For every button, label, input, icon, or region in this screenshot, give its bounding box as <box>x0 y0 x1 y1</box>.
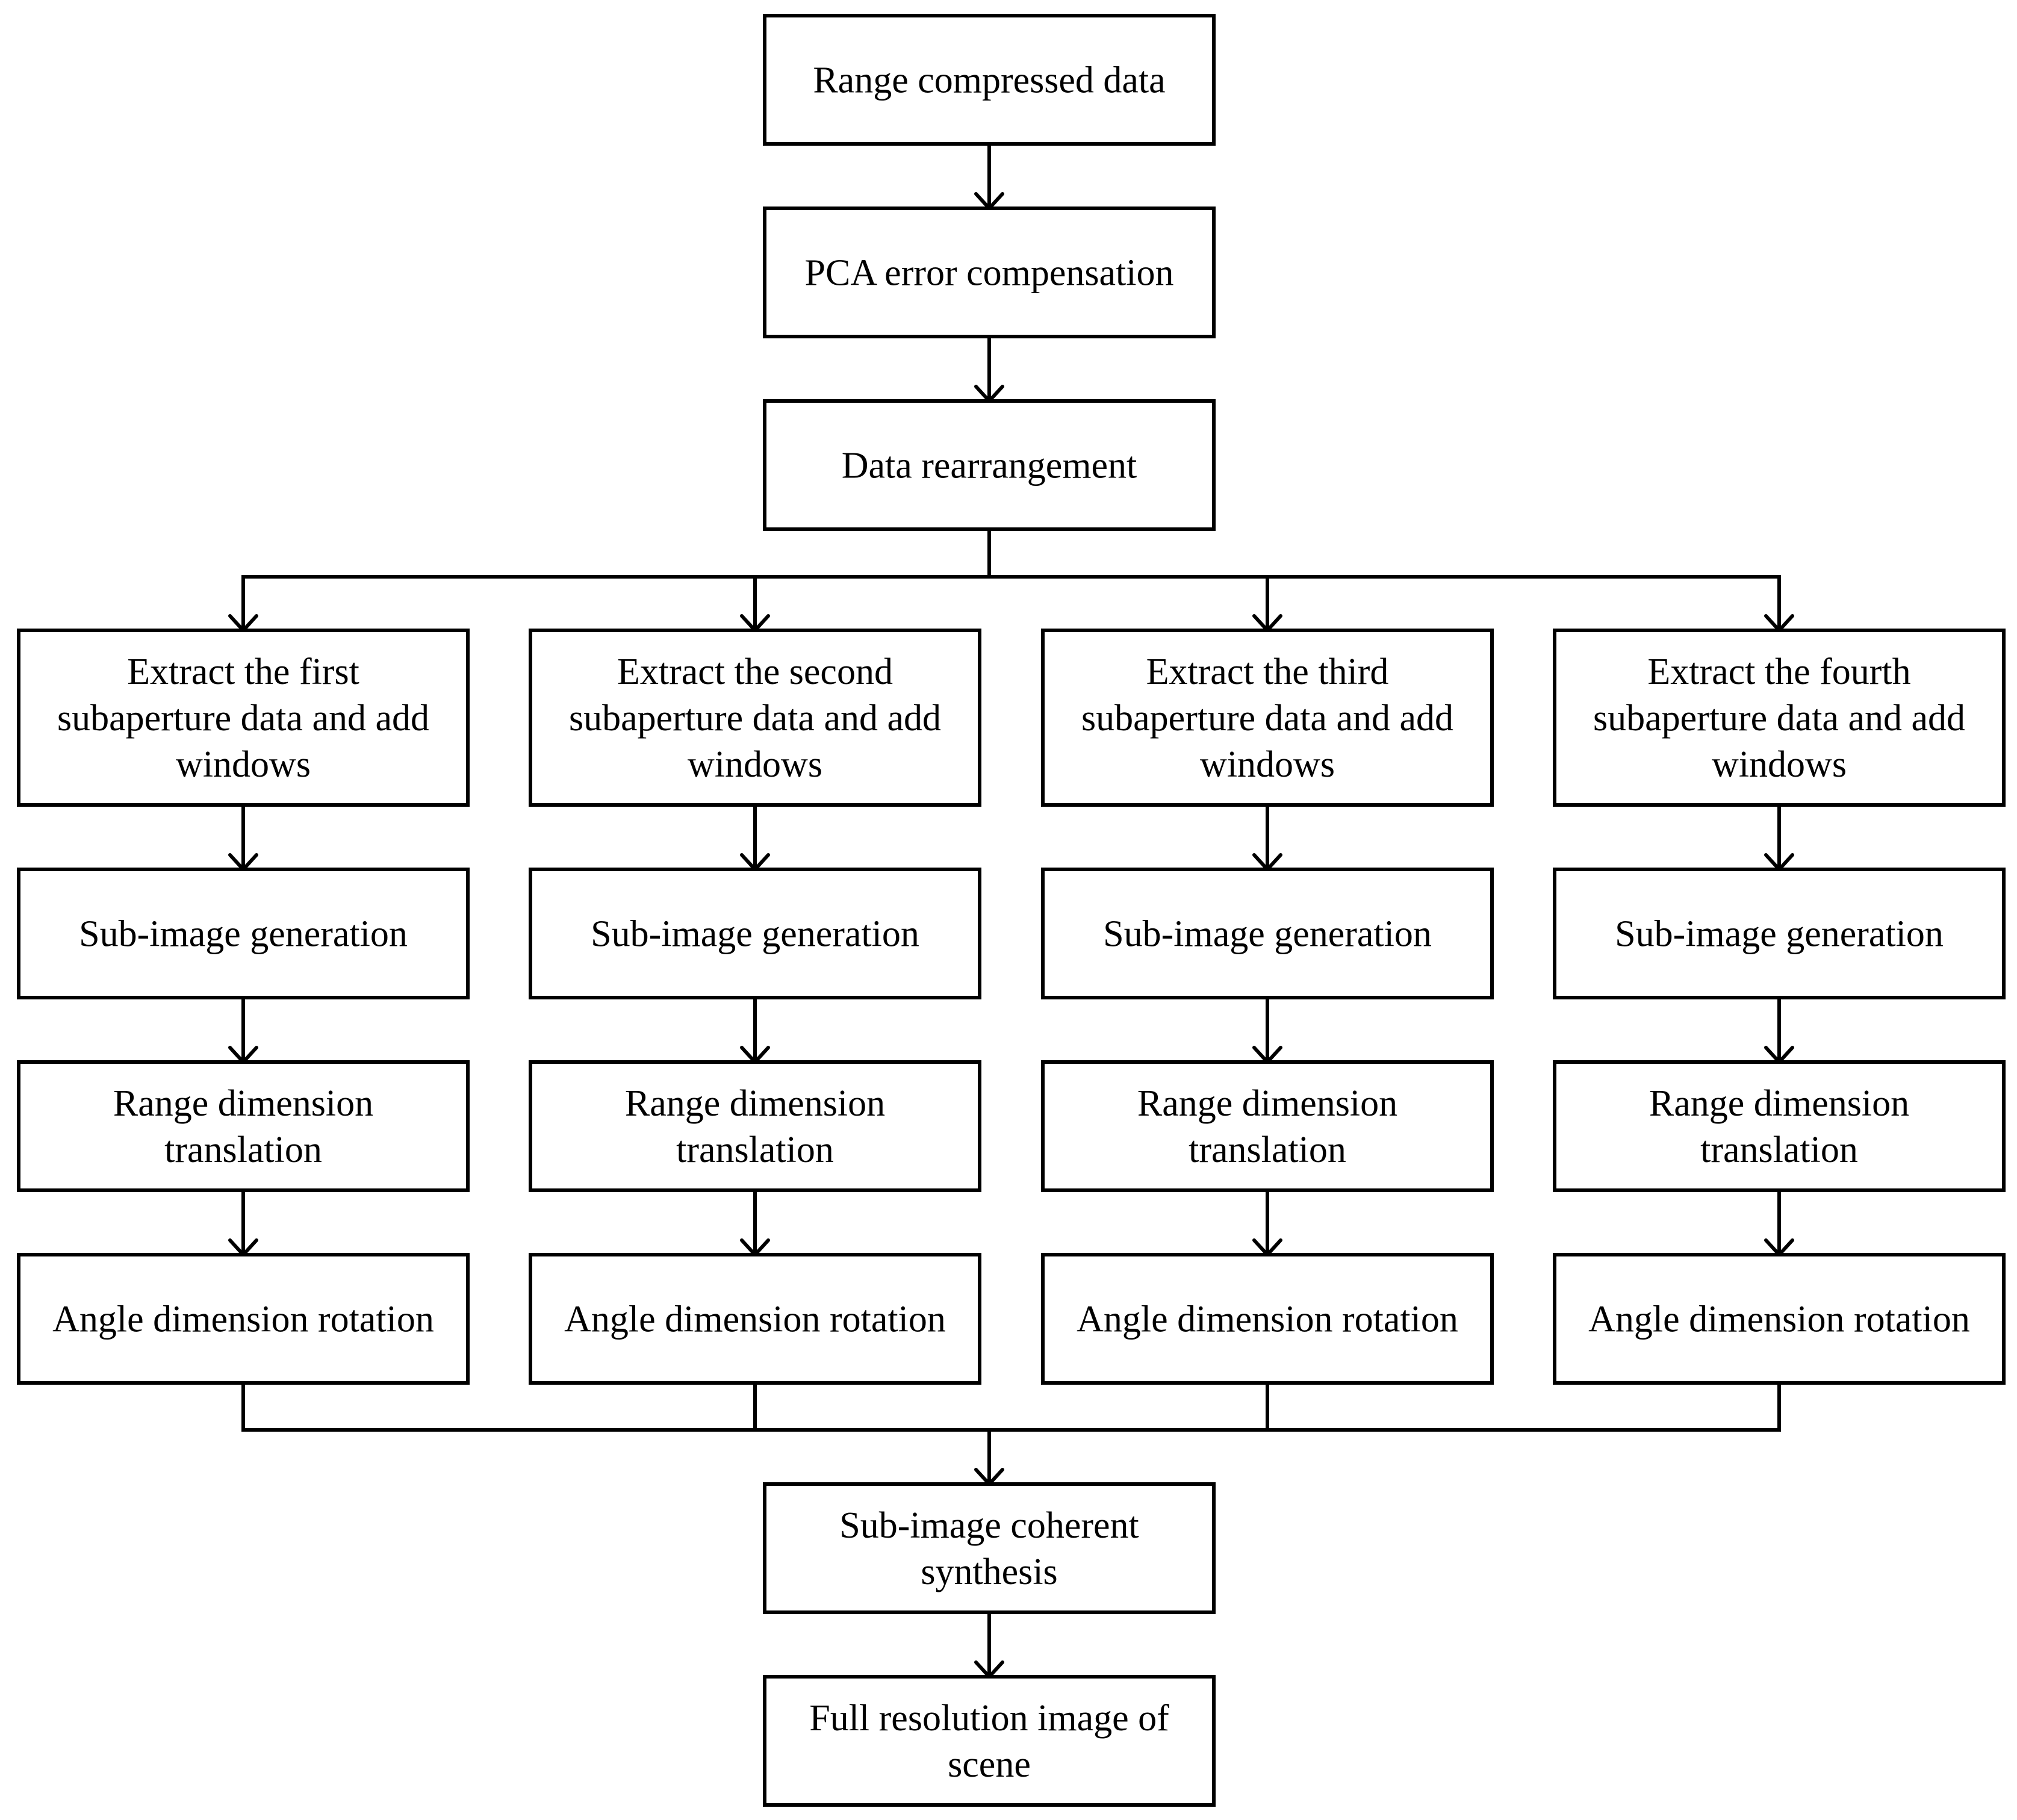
node-label-line: Extract the first <box>127 651 359 692</box>
node-label-line: subaperture data and add <box>1593 698 1965 739</box>
node-label-line: Range compressed data <box>813 60 1165 101</box>
node-box <box>1041 1253 1494 1385</box>
node-coherent-synthesis: Sub-image coherent synthesis <box>763 1482 1216 1614</box>
node-box <box>17 629 470 807</box>
connector-angle-rotation-3-to-coherent-synthesis <box>987 1381 1269 1486</box>
node-label-line: PCA error compensation <box>804 253 1173 294</box>
node-pca: PCA error compensation <box>763 207 1216 338</box>
node-label-line: Sub-image generation <box>79 914 408 955</box>
node-label-line: translation <box>1189 1129 1346 1170</box>
node-box <box>763 1675 1216 1807</box>
node-subimage-2: Sub-image generation <box>529 868 981 999</box>
node-label-line: windows <box>1712 744 1847 785</box>
node-label-line: Sub-image generation <box>1615 914 1944 955</box>
connector-angle-rotation-2-to-coherent-synthesis <box>753 1381 991 1486</box>
node-label-line: Range dimension <box>625 1083 885 1124</box>
node-angle-rotation-3: Angle dimension rotation <box>1041 1253 1494 1385</box>
connector-rearrangement-to-extract-1 <box>241 527 991 632</box>
connector-rearrangement-to-extract-2 <box>753 527 991 632</box>
node-box <box>1041 868 1494 999</box>
node-label-line: Angle dimension rotation <box>1588 1299 1970 1340</box>
node-box <box>1553 868 2006 999</box>
node-box <box>1041 1060 1494 1192</box>
node-box <box>763 207 1216 338</box>
node-label-line: subaperture data and add <box>57 698 429 739</box>
node-label-line: Angle dimension rotation <box>564 1299 946 1340</box>
node-label-line: translation <box>164 1129 322 1170</box>
node-range-compressed: Range compressed data <box>763 14 1216 146</box>
connector-rearrangement-to-extract-3 <box>987 527 1269 632</box>
node-extract-3: Extract the third subaperture data and ad… <box>1041 629 1494 807</box>
node-box <box>17 1253 470 1385</box>
node-box <box>1553 629 2006 807</box>
node-label-line: Sub-image generation <box>1103 914 1432 955</box>
node-full-resolution: Full resolution image of scene <box>763 1675 1216 1807</box>
node-range-translation-2: Range dimension translation <box>529 1060 981 1192</box>
node-angle-rotation-1: Angle dimension rotation <box>17 1253 470 1385</box>
node-range-translation-3: Range dimension translation <box>1041 1060 1494 1192</box>
node-label-line: windows <box>688 744 822 785</box>
node-extract-2: Extract the second subaperture data and a… <box>529 629 981 807</box>
node-label-line: Full resolution image of <box>809 1698 1169 1739</box>
node-box <box>529 868 981 999</box>
node-label-line: windows <box>176 744 311 785</box>
node-range-translation-1: Range dimension translation <box>17 1060 470 1192</box>
node-box <box>17 1060 470 1192</box>
node-label-line: scene <box>948 1744 1031 1785</box>
node-label-line: Extract the second <box>617 651 893 692</box>
node-angle-rotation-2: Angle dimension rotation <box>529 1253 981 1385</box>
node-box <box>1041 629 1494 807</box>
node-label-line: Angle dimension rotation <box>1077 1299 1458 1340</box>
node-label-line: Data rearrangement <box>842 446 1137 486</box>
node-label-line: Extract the third <box>1146 651 1389 692</box>
node-box <box>763 1482 1216 1614</box>
node-box <box>1553 1060 2006 1192</box>
connector-angle-rotation-4-to-coherent-synthesis <box>987 1381 1781 1486</box>
connector-angle-rotation-1-to-coherent-synthesis <box>241 1381 991 1486</box>
node-label-line: Range dimension <box>1649 1083 1909 1124</box>
node-label-line: Extract the fourth <box>1647 651 1910 692</box>
node-box <box>17 868 470 999</box>
node-subimage-3: Sub-image generation <box>1041 868 1494 999</box>
node-box <box>763 399 1216 531</box>
node-label-line: synthesis <box>921 1551 1057 1592</box>
node-label-line: subaperture data and add <box>1081 698 1453 739</box>
connector-layer <box>228 142 1794 1680</box>
node-label-line: Sub-image generation <box>591 914 919 955</box>
node-label-line: translation <box>676 1129 834 1170</box>
node-label-line: Range dimension <box>113 1083 373 1124</box>
node-label-line: subaperture data and add <box>569 698 941 739</box>
node-subimage-1: Sub-image generation <box>17 868 470 999</box>
node-box <box>763 14 1216 146</box>
node-extract-1: Extract the first subaperture data and ad… <box>17 629 470 807</box>
node-box <box>1553 1253 2006 1385</box>
node-label-line: Sub-image coherent <box>839 1505 1139 1546</box>
node-label-line: Angle dimension rotation <box>52 1299 434 1340</box>
node-extract-4: Extract the fourth subaperture data and a… <box>1553 629 2006 807</box>
node-label-line: windows <box>1200 744 1335 785</box>
node-box <box>529 1060 981 1192</box>
node-angle-rotation-4: Angle dimension rotation <box>1553 1253 2006 1385</box>
node-rearrangement: Data rearrangement <box>763 399 1216 531</box>
node-label-line: translation <box>1700 1129 1858 1170</box>
node-label-line: Range dimension <box>1137 1083 1397 1124</box>
connector-rearrangement-to-extract-4 <box>987 527 1781 632</box>
node-range-translation-4: Range dimension translation <box>1553 1060 2006 1192</box>
node-subimage-4: Sub-image generation <box>1553 868 2006 999</box>
node-box <box>529 629 981 807</box>
node-box <box>529 1253 981 1385</box>
